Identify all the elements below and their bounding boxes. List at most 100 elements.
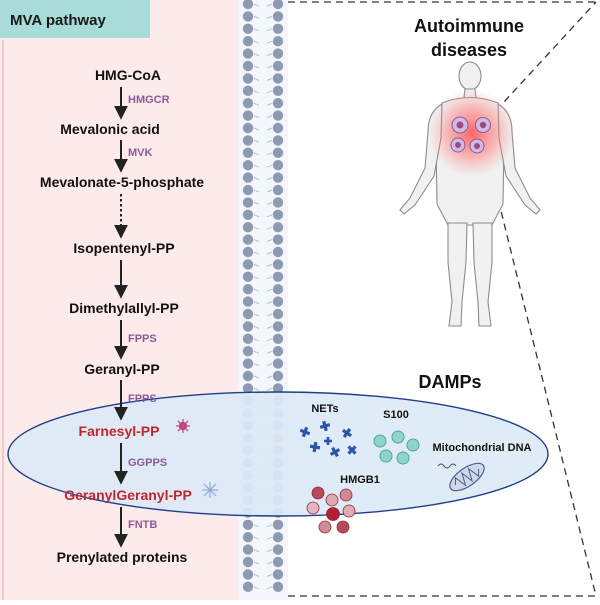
- lipid-tail: [266, 288, 273, 292]
- dna-strand-icon: [437, 463, 457, 469]
- enzyme-fpps-2: FPPS: [128, 393, 157, 405]
- metabolite-farnesyl-pp: Farnesyl-PP: [79, 423, 160, 439]
- lipid-tail: [266, 338, 273, 342]
- lipid-tail: [266, 586, 273, 590]
- lipid-head: [242, 519, 254, 530]
- lipid-tail: [266, 164, 273, 168]
- cell-ellipse: [7, 391, 549, 517]
- damp-label-nets: NETs: [311, 403, 338, 415]
- lipid-tail: [266, 387, 273, 391]
- lipid-head: [242, 85, 254, 97]
- lipid-head: [242, 222, 254, 233]
- lipid-tail: [266, 77, 273, 81]
- lipid-tail: [253, 40, 260, 44]
- lipid-head: [272, 60, 284, 72]
- lipid-head: [242, 296, 254, 307]
- lipid-head: [242, 383, 254, 394]
- lipid-tail: [253, 363, 260, 367]
- lipid-tail: [253, 189, 260, 193]
- lipid-head: [272, 333, 284, 344]
- metabolite-geranyl-pp: Geranyl-PP: [84, 361, 159, 377]
- lipid-head: [272, 147, 284, 158]
- lipid-tail: [266, 139, 273, 143]
- lipid-tail: [253, 288, 260, 292]
- lipid-tail: [266, 3, 273, 7]
- mitochondria-icon: [449, 462, 485, 492]
- immune-cell-icon: [450, 116, 491, 154]
- hmgb1-icon: [306, 486, 356, 534]
- lipid-tail: [266, 65, 273, 69]
- farnesyl-molecule-icon: [176, 419, 190, 433]
- lipid-tail: [266, 561, 273, 565]
- lipid-tail: [253, 313, 260, 317]
- lipid-head: [242, 197, 254, 208]
- lipid-tail: [253, 139, 260, 143]
- enzyme-fpps-1: FPPS: [128, 333, 157, 345]
- lipid-head: [272, 209, 284, 220]
- lipid-head: [272, 172, 284, 183]
- lipid-head: [242, 333, 254, 344]
- lipid-head: [272, 73, 284, 84]
- lipid-tail: [253, 115, 260, 119]
- metabolite-dimethylallyl-pp: Dimethylallyl-PP: [69, 300, 179, 316]
- lipid-tail: [266, 15, 273, 19]
- lipid-tail: [266, 536, 273, 540]
- lipid-tail: [266, 226, 273, 230]
- enzyme-ggpps: GGPPS: [128, 457, 167, 469]
- lipid-head: [242, 160, 254, 171]
- lipid-tail: [266, 214, 273, 218]
- lipid-head: [242, 234, 254, 245]
- lipid-head: [242, 23, 254, 34]
- lipid-head: [242, 122, 254, 134]
- lipid-head: [272, 98, 284, 109]
- enzyme-fntb: FNTB: [128, 519, 157, 531]
- lipid-tail: [253, 177, 260, 181]
- lipid-head: [272, 383, 284, 394]
- lipid-tail: [266, 102, 273, 106]
- lipid-head: [242, 346, 254, 357]
- damp-label-mitochondrial-dna: Mitochondrial DNA: [433, 442, 532, 454]
- lipid-tail: [266, 189, 273, 193]
- lipid-tail: [266, 90, 273, 94]
- lipid-tail: [266, 301, 273, 305]
- lipid-head: [272, 36, 284, 47]
- lipid-tail: [266, 276, 273, 280]
- lipid-tail: [253, 573, 260, 577]
- lipid-tail: [253, 65, 260, 69]
- chest-inflammation: [428, 89, 516, 177]
- lipid-head: [272, 296, 284, 307]
- lipid-head: [272, 110, 284, 121]
- lipid-head: [242, 184, 254, 196]
- lipid-head: [242, 172, 254, 183]
- metabolite-mevalonate-5-phosphate: Mevalonate-5-phosphate: [40, 174, 204, 190]
- lipid-tail: [253, 102, 260, 106]
- lipid-head: [242, 110, 254, 121]
- lipid-tail: [253, 164, 260, 168]
- lipid-head: [242, 0, 254, 10]
- lipid-tail: [266, 313, 273, 317]
- metabolite-isopentenyl-pp: Isopentenyl-PP: [73, 240, 174, 256]
- lipid-head: [242, 135, 254, 146]
- lipid-head: [272, 569, 284, 580]
- lipid-tail: [253, 239, 260, 243]
- enzyme-mvk: MVK: [128, 147, 153, 159]
- lipid-tail: [266, 350, 273, 354]
- lipid-tail: [266, 549, 273, 553]
- lipid-head: [272, 346, 284, 357]
- lipid-head: [272, 532, 284, 543]
- damp-label-s100: S100: [383, 409, 409, 421]
- lipid-head: [272, 556, 284, 568]
- pathway-steps: HMG-CoA Mevalonic acid Mevalonate-5-phos…: [40, 67, 204, 565]
- lipid-head: [242, 246, 254, 258]
- lipid-tail: [253, 549, 260, 553]
- lipid-head: [272, 234, 284, 245]
- lipid-head: [242, 36, 254, 47]
- lipid-head: [272, 184, 284, 196]
- lipid-head: [272, 308, 284, 320]
- lipid-tail: [253, 15, 260, 19]
- nets-icon: [299, 420, 357, 458]
- lipid-tail: [253, 350, 260, 354]
- lipid-tail: [266, 251, 273, 255]
- lipid-tail: [266, 239, 273, 243]
